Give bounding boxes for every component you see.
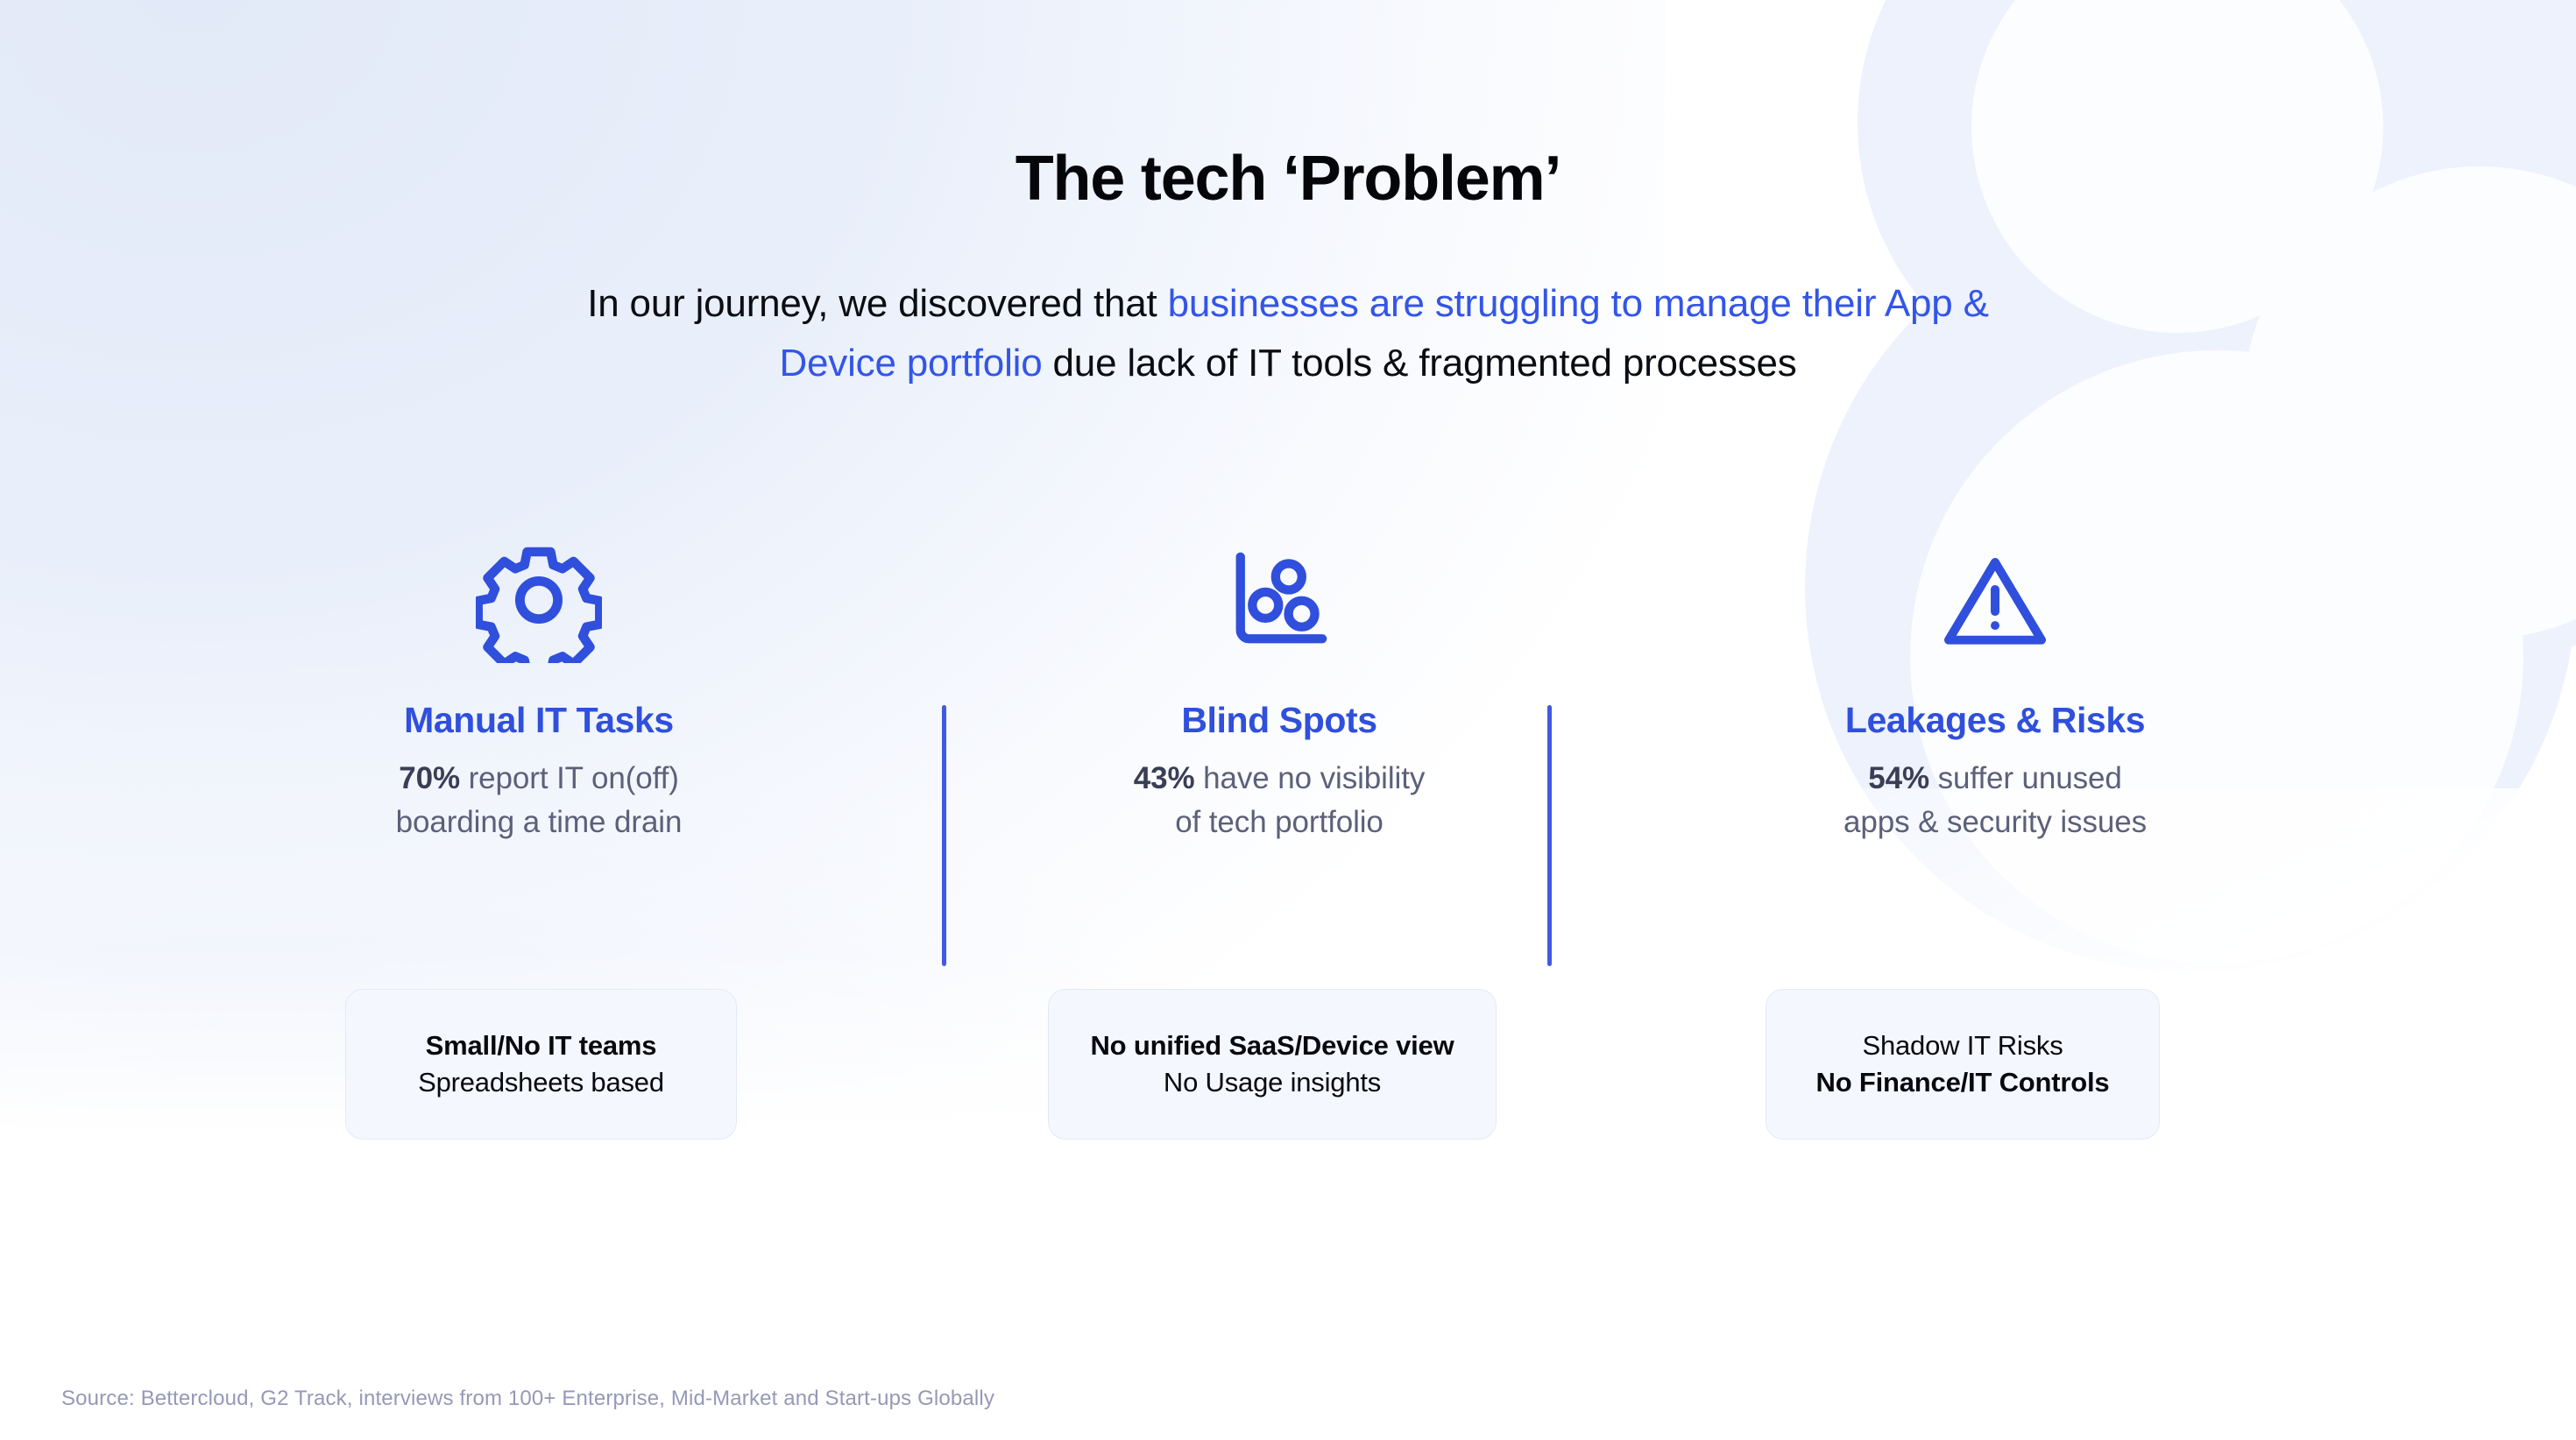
- subtitle-lead: In our journey, we discovered that: [587, 282, 1168, 325]
- gear-icon: [294, 526, 784, 674]
- problem-column-manual-it-tasks: Manual IT Tasks 70% report IT on(off) bo…: [294, 526, 784, 845]
- stat-text-line-1: have no visibility: [1194, 760, 1426, 795]
- subtitle-highlight-1: businesses are struggling to manage: [1167, 282, 1792, 325]
- problem-column-blind-spots: Blind Spots 43% have no visibility of te…: [1034, 526, 1525, 845]
- scatter-plot-icon: [1034, 526, 1525, 674]
- badge-line-1: Small/No IT teams: [425, 1030, 657, 1062]
- stat-text-line-2: of tech portfolio: [1175, 805, 1384, 840]
- badge-line-2: Spreadsheets based: [418, 1067, 664, 1098]
- problem-column-leakages-and-risks: Leakages & Risks 54% suffer unused apps …: [1750, 526, 2240, 845]
- column-divider: [1547, 705, 1552, 966]
- badge-line-1: Shadow IT Risks: [1862, 1030, 2063, 1062]
- stat-text-line-1: report IT on(off): [459, 760, 679, 795]
- warning-triangle-icon: [1750, 526, 2240, 674]
- page-title: The tech ‘Problem’: [1015, 144, 1562, 214]
- badge-blind-spots: No unified SaaS/Device view No Usage ins…: [1048, 989, 1497, 1140]
- column-stat: 70% report IT on(off) boarding a time dr…: [294, 757, 784, 845]
- stat-text-line-2: boarding a time drain: [395, 805, 683, 840]
- stat-value: 70%: [399, 760, 460, 795]
- subtitle-highlight-2: their App & Device portfolio: [779, 282, 1989, 385]
- source-note: Source: Bettercloud, G2 Track, interview…: [61, 1387, 994, 1410]
- badge-line-2: No Finance/IT Controls: [1815, 1067, 2110, 1098]
- stat-value: 54%: [1868, 760, 1929, 795]
- column-divider: [942, 705, 946, 966]
- column-title: Blind Spots: [1181, 700, 1377, 740]
- stat-value: 43%: [1133, 760, 1195, 795]
- column-stat: 43% have no visibility of tech portfolio: [1034, 757, 1525, 845]
- badge-line-1: No unified SaaS/Device view: [1090, 1030, 1454, 1062]
- column-title: Manual IT Tasks: [404, 700, 674, 740]
- subtitle: In our journey, we discovered that busin…: [570, 274, 2006, 393]
- column-stat: 54% suffer unused apps & security issues: [1750, 757, 2240, 845]
- stat-text-line-1: suffer unused: [1928, 760, 2122, 795]
- badge-leakages-and-risks: Shadow IT Risks No Finance/IT Controls: [1766, 989, 2160, 1140]
- badge-line-2: No Usage insights: [1163, 1067, 1382, 1098]
- stat-text-line-2: apps & security issues: [1843, 805, 2147, 840]
- subtitle-tail: due lack of IT tools & fragmented proces…: [1042, 341, 1797, 385]
- column-title: Leakages & Risks: [1844, 700, 2146, 740]
- badge-manual-it-tasks: Small/No IT teams Spreadsheets based: [345, 989, 737, 1140]
